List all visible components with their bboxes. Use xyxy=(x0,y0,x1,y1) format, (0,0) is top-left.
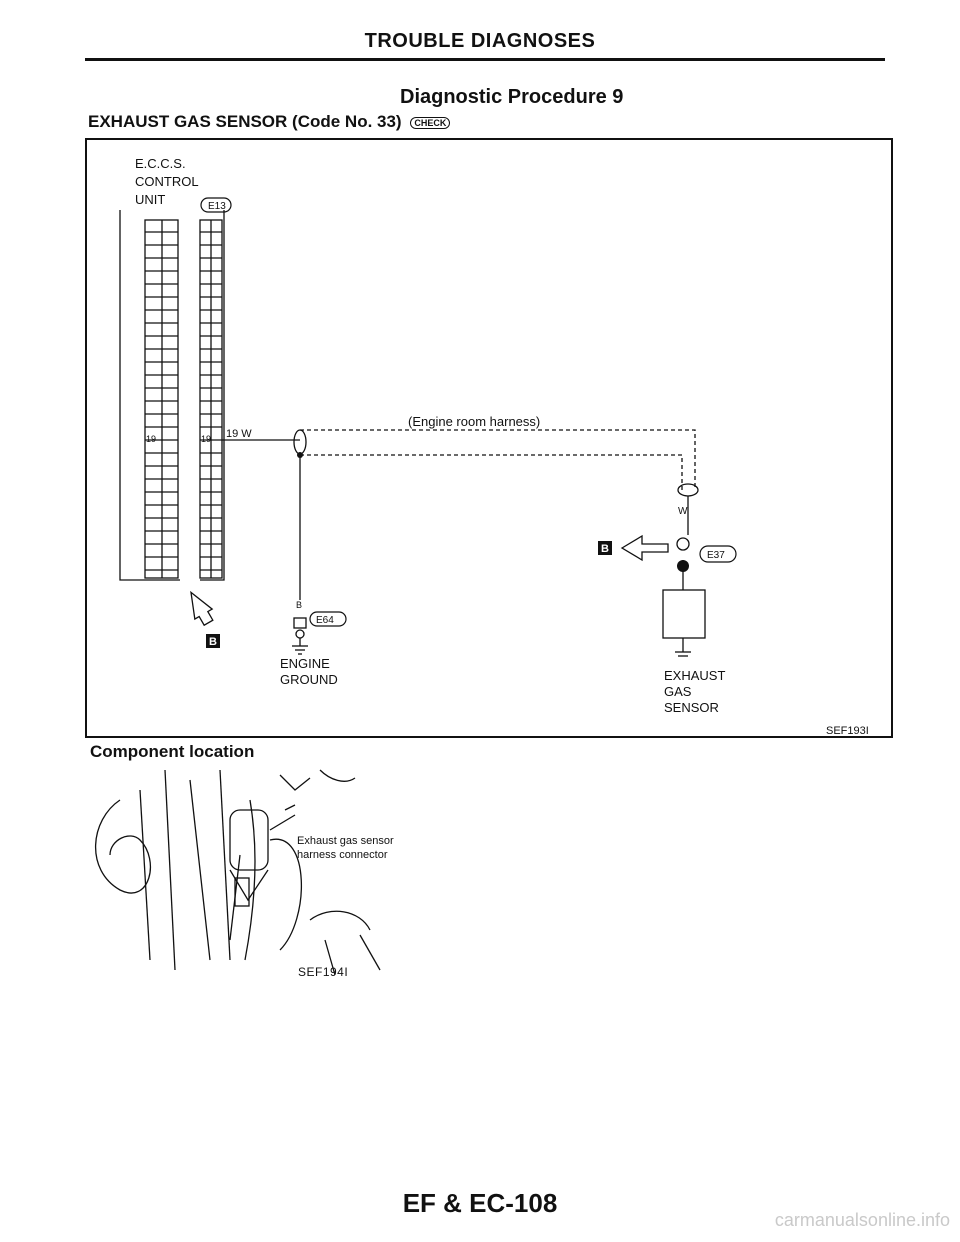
ecu-label-line2: CONTROL xyxy=(135,174,199,189)
component-ref-code: SEF194I xyxy=(298,965,349,979)
exhaust-sensor-line3: SENSOR xyxy=(664,700,719,715)
engine-ground-line2: GROUND xyxy=(280,672,338,687)
procedure-title: Diagnostic Procedure 9 xyxy=(400,86,624,108)
ref-b-right: B xyxy=(601,543,609,555)
pin-19-left: 19 xyxy=(146,434,156,444)
diagram-ref-code: SEF193I xyxy=(826,725,869,737)
pin-19-right: 19 xyxy=(201,434,211,444)
connector-e64-label: E64 xyxy=(316,615,334,626)
page-header-title: TROUBLE DIAGNOSES xyxy=(364,30,596,52)
callout-line1: Exhaust gas sensor xyxy=(297,835,394,847)
procedure-subtitle-text: EXHAUST GAS SENSOR (Code No. 33) xyxy=(88,112,402,131)
ref-b-left: B xyxy=(209,636,217,648)
header-rule xyxy=(85,58,885,61)
wire-label-b: B xyxy=(296,600,302,610)
exhaust-sensor-line2: GAS xyxy=(664,684,692,699)
exhaust-sensor-line1: EXHAUST xyxy=(664,668,725,683)
component-location-title: Component location xyxy=(90,742,255,761)
component-location-illustration xyxy=(94,769,381,976)
wire-label-19w: 19 W xyxy=(226,428,252,440)
connector-e37-label: E37 xyxy=(707,550,725,561)
harness-label: (Engine room harness) xyxy=(408,414,540,429)
wire-label-w: W xyxy=(678,506,688,517)
connector-e13-label: E13 xyxy=(208,201,226,212)
wiring-diagram xyxy=(85,138,893,738)
component-callout: Exhaust gas sensor harness connector xyxy=(297,834,394,862)
callout-line2: harness connector xyxy=(297,849,388,861)
procedure-subtitle: EXHAUST GAS SENSOR (Code No. 33) CHECK xyxy=(88,112,451,132)
ecu-label-line1: E.C.C.S. xyxy=(135,156,186,171)
page-number: EF & EC-108 xyxy=(402,1188,558,1218)
ecu-label-line3: UNIT xyxy=(135,192,165,207)
watermark: carmanualsonline.info xyxy=(774,1210,950,1230)
engine-ground-line1: ENGINE xyxy=(280,656,330,671)
check-badge-icon: CHECK xyxy=(410,116,451,129)
